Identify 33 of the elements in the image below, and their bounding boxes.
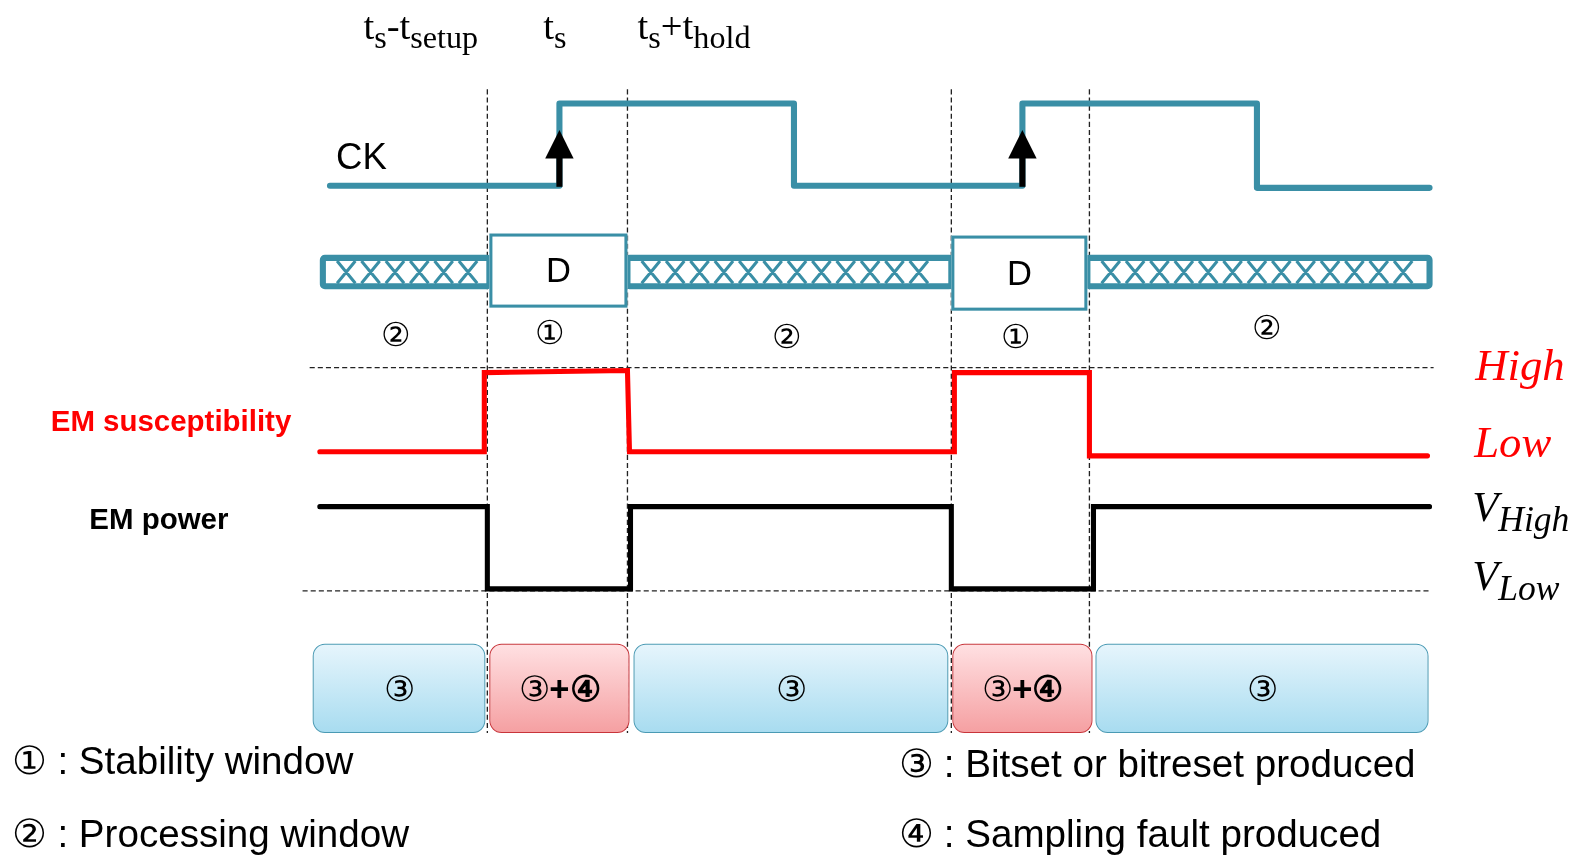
time-label: t$_{s}$ [543, 5, 567, 56]
effect-box [1095, 643, 1429, 734]
box-label: ③ [775, 668, 807, 709]
legend-text: ① : Stability window [12, 740, 354, 783]
level-label: High [1475, 340, 1565, 391]
legend-text: ④ : Sampling fault produced [898, 813, 1382, 856]
box-label: ③ [383, 668, 415, 709]
level-label: V$_{Low}$ [1472, 552, 1560, 609]
box-label: ③+④ [518, 668, 600, 709]
box-label: D [1006, 253, 1032, 293]
effect-box [312, 643, 486, 734]
legend-text: ② : Processing window [12, 813, 410, 856]
effect-box [952, 643, 1093, 734]
level-label: Low [1474, 418, 1552, 468]
window-number: ① [1001, 319, 1031, 355]
effect-box [633, 643, 949, 734]
time-label: t$_{s}$-t$_{setup}$ [363, 5, 479, 56]
window-number: ① [535, 315, 565, 351]
window-number: ② [771, 319, 802, 355]
time-label: t$_{s}$+t$_{hold}$ [637, 5, 751, 56]
window-number: ② [1251, 310, 1282, 346]
box-label: ③+④ [981, 668, 1063, 709]
window-number: ② [380, 317, 411, 353]
level-label: V$_{High}$ [1472, 483, 1570, 540]
signal-name: EM power [89, 503, 229, 536]
signal-name: EM susceptibility [50, 405, 292, 438]
data-valid-box [489, 233, 628, 308]
effect-box [489, 643, 630, 734]
signal-name: CK [336, 136, 387, 177]
legend-text: ③ : Bitset or bitreset produced [898, 743, 1416, 786]
data-valid-box [951, 235, 1088, 311]
box-label: D [545, 250, 571, 291]
box-label: ③ [1246, 668, 1278, 709]
